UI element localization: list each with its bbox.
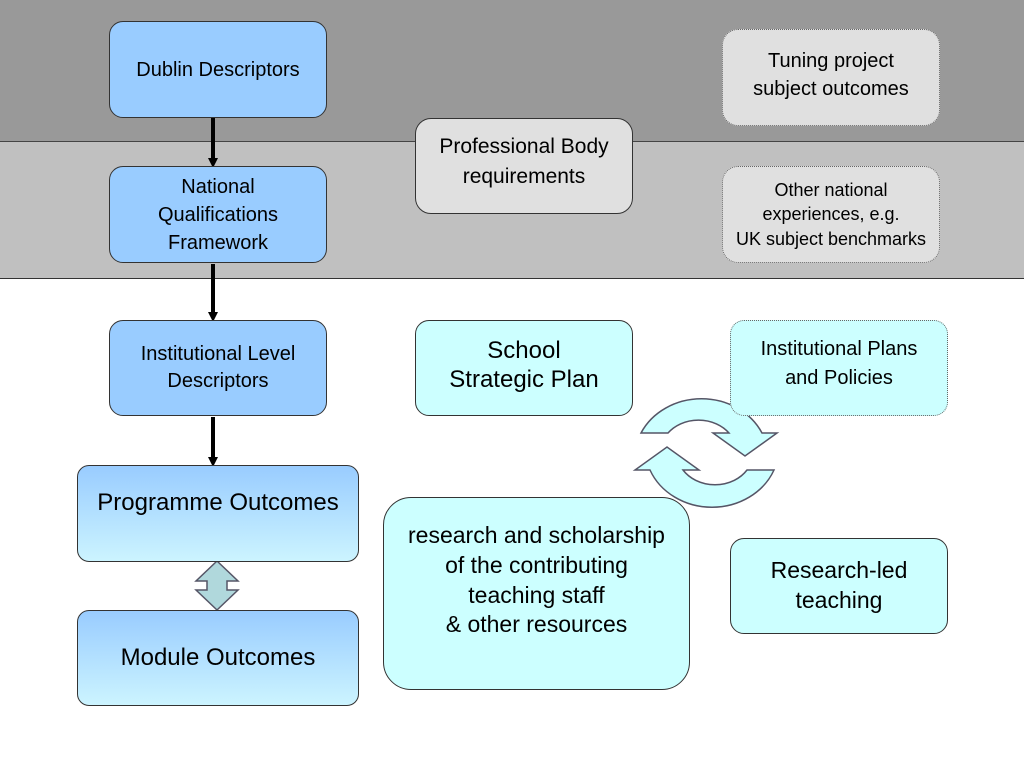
professional-body-requirements-box: Professional Body requirements <box>415 118 633 214</box>
other-national-experiences-label: Other national experiences, e.g. UK subj… <box>735 180 927 249</box>
module-outcomes-label: Module Outcomes <box>120 643 316 671</box>
research-led-teaching-label: Research-led teaching <box>770 557 908 613</box>
school-strategic-plan-label: School Strategic Plan <box>449 337 599 393</box>
national-qualifications-framework-label: National Qualifications Framework <box>157 175 279 254</box>
institutional-plans-and-policies-box: Institutional Plans and Policies <box>730 320 948 416</box>
dublin-descriptors-box: Dublin Descriptors <box>109 21 327 118</box>
institutional-level-descriptors-label: Institutional Level Descriptors <box>140 343 296 392</box>
programme-outcomes-box: Programme Outcomes <box>77 465 359 562</box>
other-national-experiences-box: Other national experiences, e.g. UK subj… <box>722 166 940 263</box>
double-arrow-programme-module <box>194 559 240 612</box>
research-led-teaching-box: Research-led teaching <box>730 538 948 634</box>
professional-body-requirements-label: Professional Body requirements <box>439 134 609 188</box>
programme-outcomes-label: Programme Outcomes <box>97 489 339 517</box>
research-and-scholarship-box: research and scholarship of the contribu… <box>383 497 690 690</box>
cycle-arrow-bottom <box>632 446 776 509</box>
national-qualifications-framework-box: National Qualifications Framework <box>109 166 327 263</box>
research-and-scholarship-label: research and scholarship of the contribu… <box>408 521 665 638</box>
tuning-project-label: Tuning project subject outcomes <box>753 49 909 100</box>
module-outcomes-box: Module Outcomes <box>77 610 359 706</box>
dublin-descriptors-label: Dublin Descriptors <box>136 58 300 81</box>
institutional-level-descriptors-box: Institutional Level Descriptors <box>109 320 327 416</box>
institutional-plans-and-policies-label: Institutional Plans and Policies <box>760 338 918 389</box>
tuning-project-box: Tuning project subject outcomes <box>722 29 940 126</box>
school-strategic-plan-box: School Strategic Plan <box>415 320 633 416</box>
